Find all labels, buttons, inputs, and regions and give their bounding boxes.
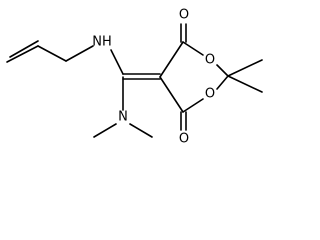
bond-n-methyl-right (129, 123, 153, 138)
bond-vinyl-single (37, 45, 67, 62)
bond-nh-c (110, 49, 124, 75)
molecule-structure: NH N O O O O (6, 8, 263, 147)
allyl-group (6, 40, 94, 63)
bond-vinyl-double-outer (6, 45, 39, 63)
bond-ch2-n (65, 45, 94, 62)
bond-c4-o3 (182, 41, 204, 56)
bond-o3-c2 (216, 64, 229, 77)
bond-o1-c6 (182, 98, 204, 113)
bond-c5-c4 (159, 41, 184, 78)
bond-c6-c5 (159, 76, 184, 113)
dioxane-ring (159, 41, 229, 113)
n-dimethyl-label: N (118, 110, 128, 125)
o-carbonyl-top-label: O (179, 8, 189, 23)
bond-c2-methyl-down (227, 75, 263, 93)
o-carbonyl-bottom-label: O (179, 132, 189, 147)
bond-c2-o1 (216, 75, 229, 90)
bond-vinyl-double-inner (9, 40, 39, 58)
o-ring-top-label: O (205, 53, 215, 68)
nh-label: NH (92, 35, 112, 50)
bond-n-methyl-left (93, 123, 117, 138)
o-ring-bottom-label: O (205, 87, 215, 102)
bond-c2-methyl-up (227, 59, 263, 77)
